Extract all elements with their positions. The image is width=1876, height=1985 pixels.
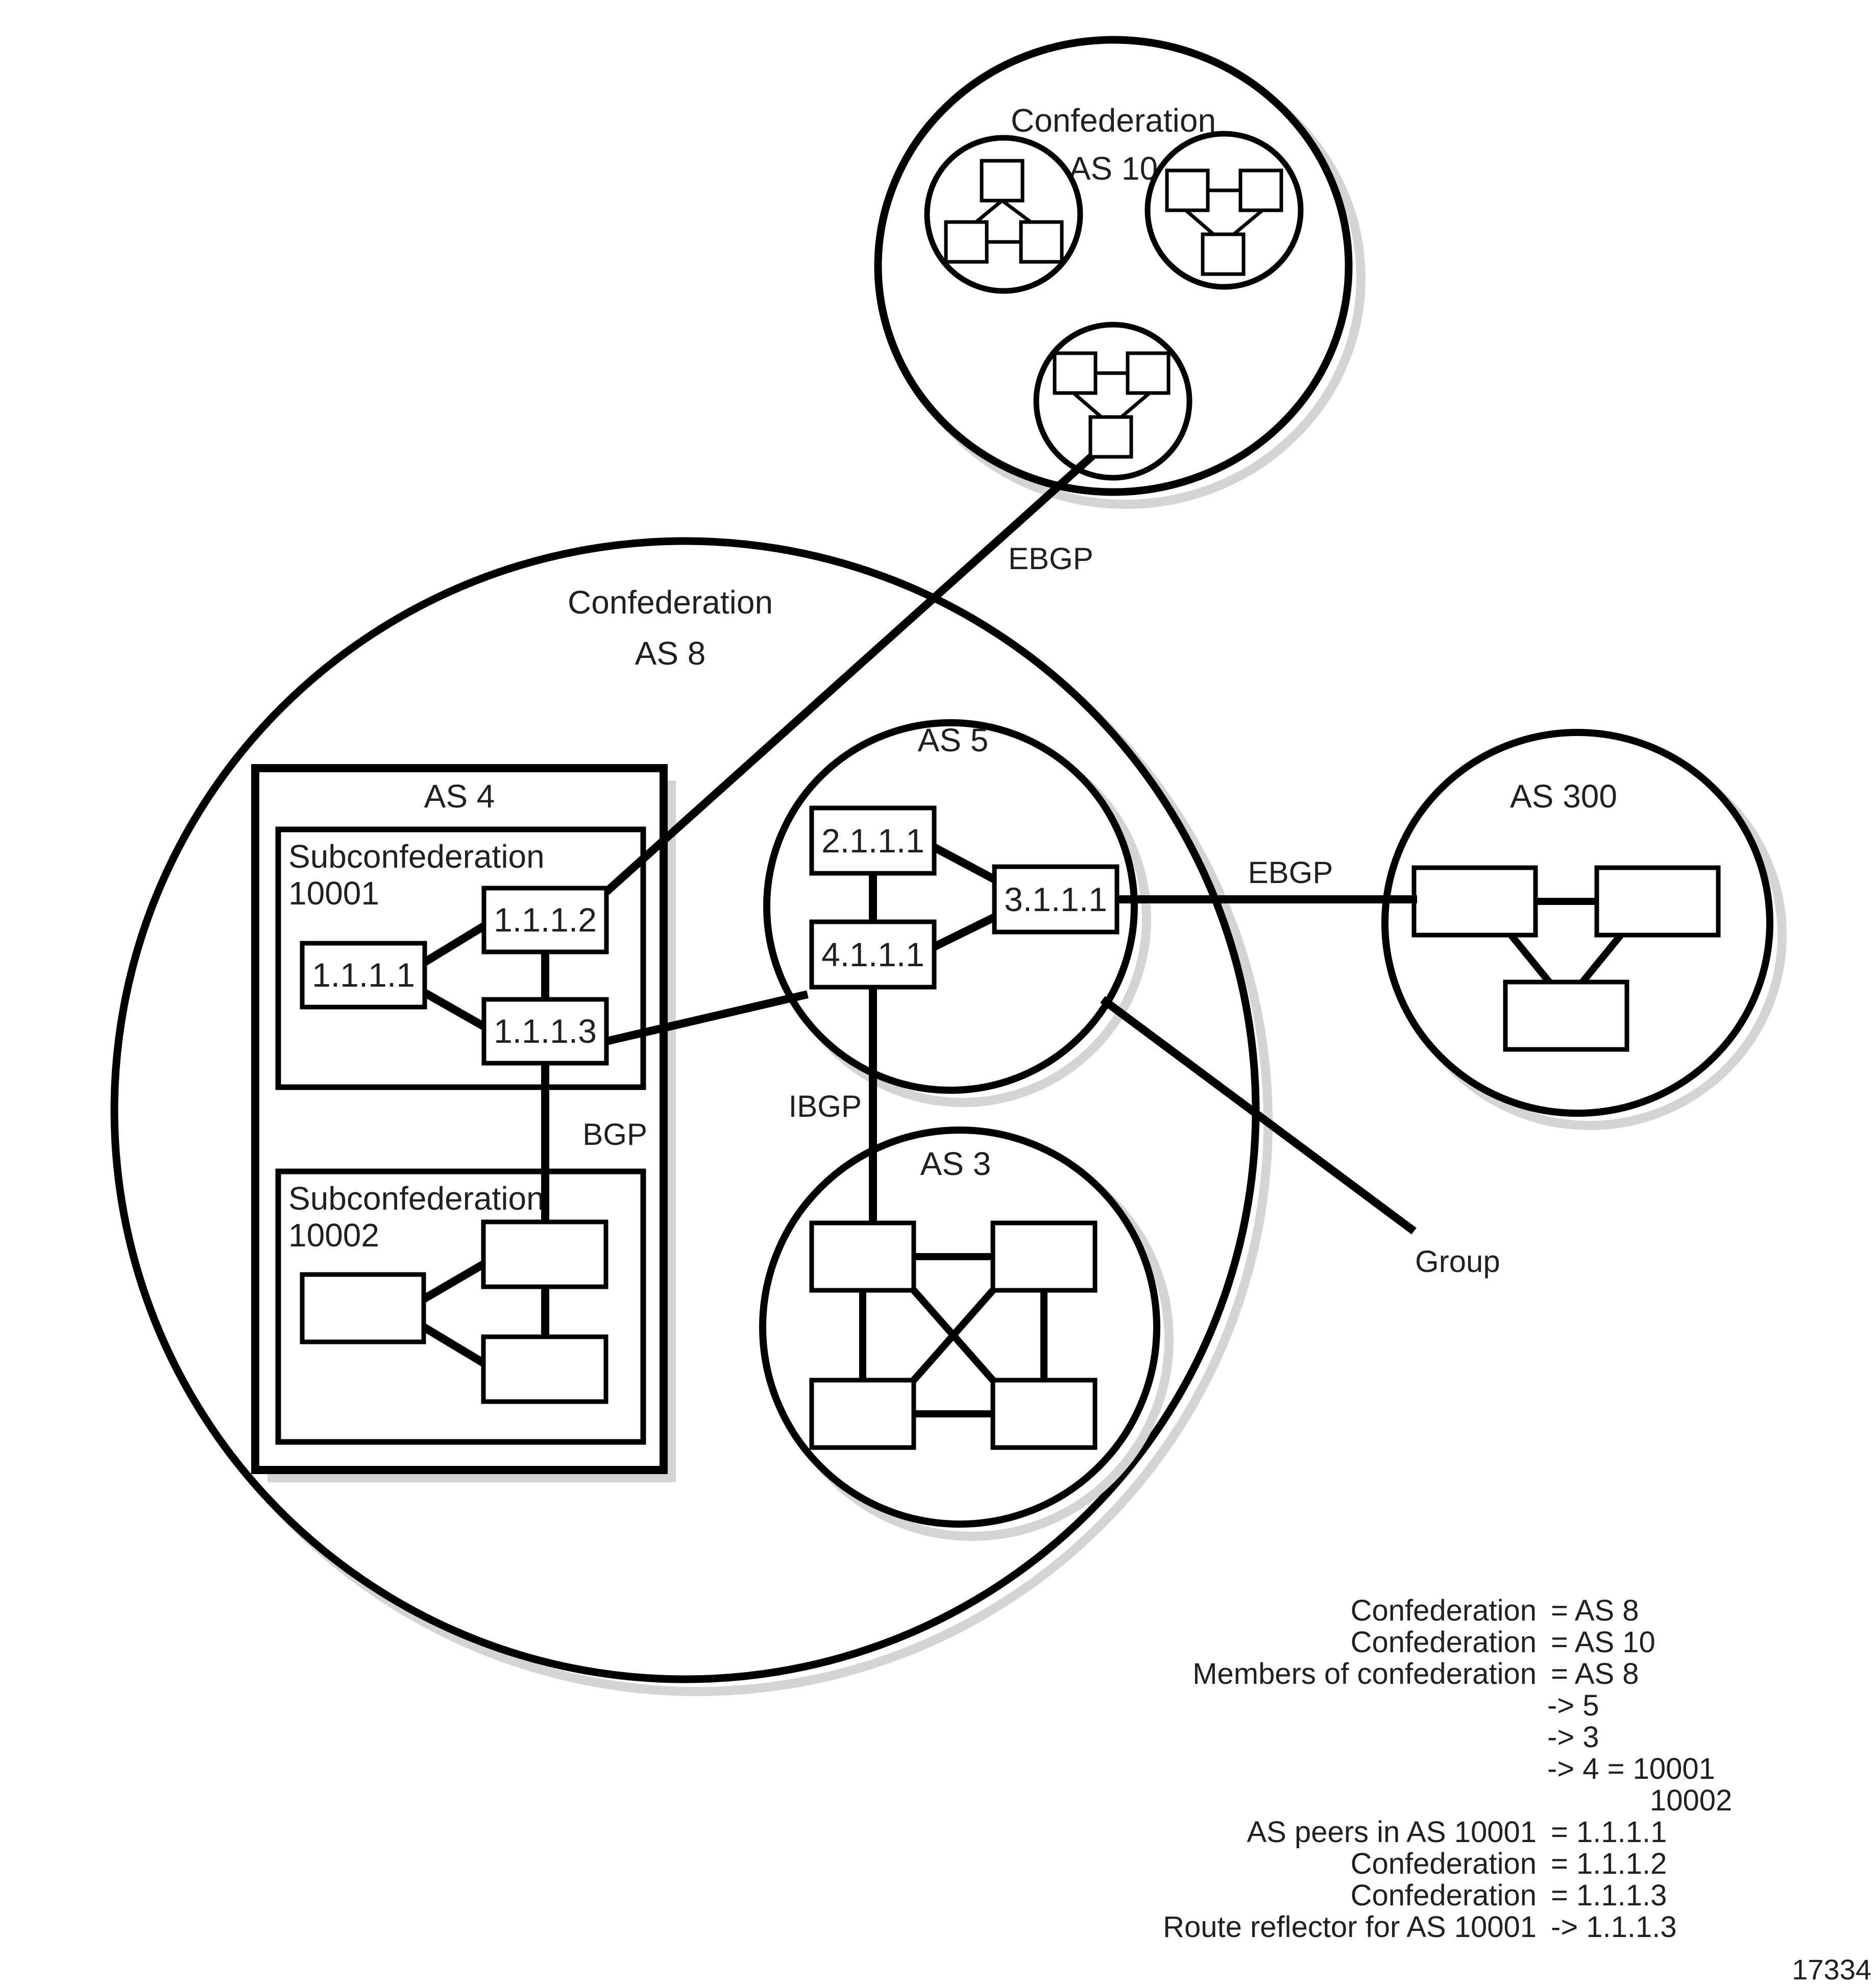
ebgp-right-label: EBGP [1248,855,1333,890]
as10-m3-router-left [1053,351,1098,395]
router-4111-box [809,919,937,990]
figure-number: 17334 [1792,1953,1871,1985]
note-10-right: = 1.1.1.3 [1551,1879,1667,1912]
router-1113-label: 1.1.1.3 [494,1012,597,1050]
router-1112-label: 1.1.1.2 [494,901,597,939]
as300-link-left [1508,933,1552,985]
sc10002-link-a [421,1260,488,1303]
link-1111-1113 [423,989,490,1032]
note-4-right: -> 5 [1547,1689,1599,1722]
as300-router-left [1411,865,1538,938]
subconf-10001-label-line2: 10001 [288,875,379,912]
sc10002-router-top [481,1219,608,1289]
group-label: Group [1415,1244,1500,1279]
as3-label: AS 3 [920,1145,991,1182]
as10-m3-router-right [1126,351,1171,395]
as300-circle [1381,729,1773,1117]
note-2-left: Confederation [1351,1626,1537,1659]
subconf-10001-label-line1: Subconfederation [288,838,545,875]
as10-label-line2: AS 10 [1069,150,1158,187]
as4-label: AS 4 [424,778,495,815]
group-line [1100,996,1417,1235]
note-11-right: -> 1.1.1.3 [1551,1910,1677,1944]
note-8-right: = 1.1.1.1 [1551,1816,1667,1849]
as300-router-right [1594,865,1721,938]
router-1111-box [300,941,427,1010]
ibgp-label: IBGP [789,1089,862,1123]
as10-m3-router-bottom [1088,415,1133,459]
sc10002-router-left [300,1272,426,1344]
as8-label-line1: Confederation [568,584,773,621]
as300-link-right [1579,933,1624,985]
as10-m2-router-bottom [1201,232,1246,276]
as10-m2-router-left [1165,168,1210,212]
as10-m1-router-top [980,159,1025,203]
router-1112-box [481,886,609,954]
note-9-left: Confederation [1351,1847,1537,1880]
bgp-label: BGP [582,1117,647,1151]
as10-m2-router-right [1238,168,1283,212]
router-boxes: 1.1.1.1 1.1.1.2 1.1.1.3 2.1.1.1 4.1.1.1 … [300,805,1119,1404]
note-1-right: = AS 8 [1551,1594,1639,1627]
as10-member-circle-3 [1033,322,1192,481]
as3-router-bottom-right [990,1378,1098,1450]
link-4111-3111 [932,912,998,951]
sc10002-router-bottom [481,1334,608,1404]
router-2111-box [809,805,937,876]
as8-label-line2: AS 8 [635,635,706,672]
as300-router-bottom [1503,979,1629,1052]
as10-m1-router-left [944,220,989,264]
router-1111-label: 1.1.1.1 [312,956,415,994]
link-1111-1112 [422,920,490,966]
as5-label: AS 5 [918,722,989,758]
link-1113-as5 [605,990,809,1045]
wires [421,453,1417,1367]
sc10002-link-b [421,1324,488,1367]
confederation-as10-group: Confederation AS 10 [874,36,1366,509]
wire-labels: EBGP EBGP IBGP BGP Group [582,542,1500,1279]
as3-router-top-right [990,1220,1098,1293]
as3-group: AS 3 [759,1126,1174,1541]
as10-label-line1: Confederation [1011,102,1216,139]
as10-m2-link-b [1184,209,1217,238]
as300-label: AS 300 [1510,778,1617,815]
link-2111-3111 [932,843,998,885]
note-11-left: Route reflector for AS 10001 [1163,1910,1537,1944]
ebgp-top-line [603,453,1095,895]
as10-member-circle-2 [1144,131,1304,290]
as3-link-diag-b [911,1288,996,1383]
as3-router-bottom-left [809,1378,916,1450]
as10-m3-link-b [1072,391,1105,421]
ebgp-top-label: EBGP [1008,542,1093,576]
as10-m2-link-c [1230,209,1264,238]
as10-member-circle-1 [924,135,1083,294]
router-4111-label: 4.1.1.1 [821,936,924,973]
note-9-right: = 1.1.1.2 [1551,1847,1667,1880]
as3-router-top-left [809,1220,916,1293]
subconf-10002-label-line2: 10002 [288,1217,379,1254]
router-1113-box [481,997,609,1066]
as10-m1-router-right [1019,220,1064,264]
notes-block: Confederation = AS 8 Confederation = AS … [1163,1594,1732,1944]
as10-m3-link-c [1117,391,1151,421]
router-2111-label: 2.1.1.1 [821,822,924,860]
note-1-left: Confederation [1351,1594,1537,1627]
note-5-right: -> 3 [1547,1721,1599,1754]
note-3-right: = AS 8 [1551,1657,1639,1690]
note-8-left: AS peers in AS 10001 [1247,1816,1537,1849]
note-3-left: Members of confederation [1192,1657,1537,1690]
note-7-right: 10002 [1650,1784,1732,1817]
note-6-right: -> 4 = 10001 [1547,1752,1715,1785]
router-3111-box [992,864,1119,935]
as300-group: AS 300 [1381,729,1787,1130]
note-10-left: Confederation [1351,1879,1537,1912]
router-3111-label: 3.1.1.1 [1004,880,1107,918]
subconf-10002-label-line1: Subconfederation [288,1180,545,1217]
note-2-right: = AS 10 [1551,1626,1655,1659]
